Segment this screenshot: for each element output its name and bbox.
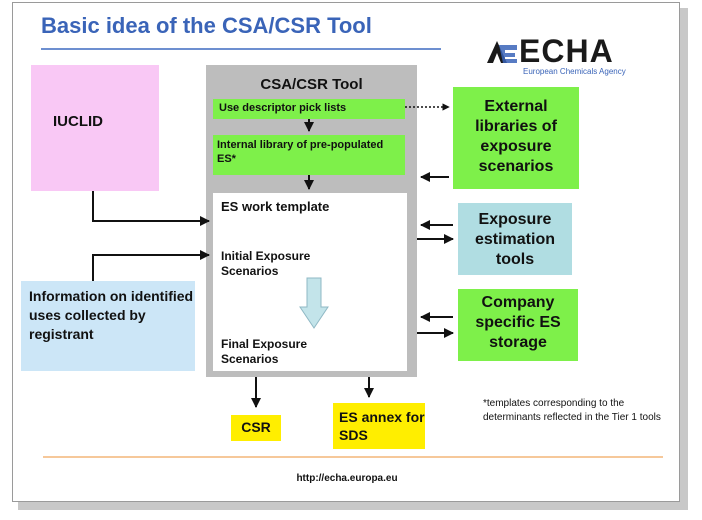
footer-url: http://echa.europa.eu [296, 473, 398, 484]
info-to-template-arrow [92, 250, 210, 281]
echa-logo-word: ECHA [519, 33, 614, 69]
es-annex-box: ES annex for SDS [333, 403, 425, 449]
footnote: *templates corresponding to the determin… [483, 398, 661, 423]
echa-logo: ECHA European Chemicals Agency [485, 33, 665, 79]
tool-title: CSA/CSR Tool [260, 76, 363, 93]
title-underline [41, 48, 441, 50]
initial-exposure-scenarios: Initial Exposure Scenarios [221, 249, 311, 278]
slide: Basic idea of the CSA/CSR Tool ECHA Euro… [12, 2, 680, 502]
pick-lists-box: Use descriptor pick lists [213, 99, 405, 119]
company-storage-box: Company specific ES storage [458, 289, 578, 361]
bottom-divider [43, 456, 663, 458]
echa-logo-icon [487, 41, 517, 63]
iuclid-box: IUCLID [31, 65, 159, 191]
external-libraries-box: External libraries of exposure scenarios [453, 87, 579, 189]
internal-library-box: Internal library of pre-populated ES* [213, 135, 405, 175]
estimation-tools-box: Exposure estimation tools [458, 203, 572, 275]
csr-box: CSR [231, 415, 281, 441]
echa-logo-subtitle: European Chemicals Agency [523, 67, 626, 76]
slide-title: Basic idea of the CSA/CSR Tool [41, 13, 372, 38]
iuclid-to-template-arrow [92, 191, 210, 226]
identified-uses-box: Information on identified uses collected… [21, 281, 195, 371]
down-arrow-icon [299, 277, 329, 329]
final-exposure-scenarios: Final Exposure Scenarios [221, 337, 308, 366]
es-work-template-title: ES work template [221, 199, 330, 214]
iuclid-label: IUCLID [53, 113, 103, 130]
connector-arrows [92, 103, 454, 408]
